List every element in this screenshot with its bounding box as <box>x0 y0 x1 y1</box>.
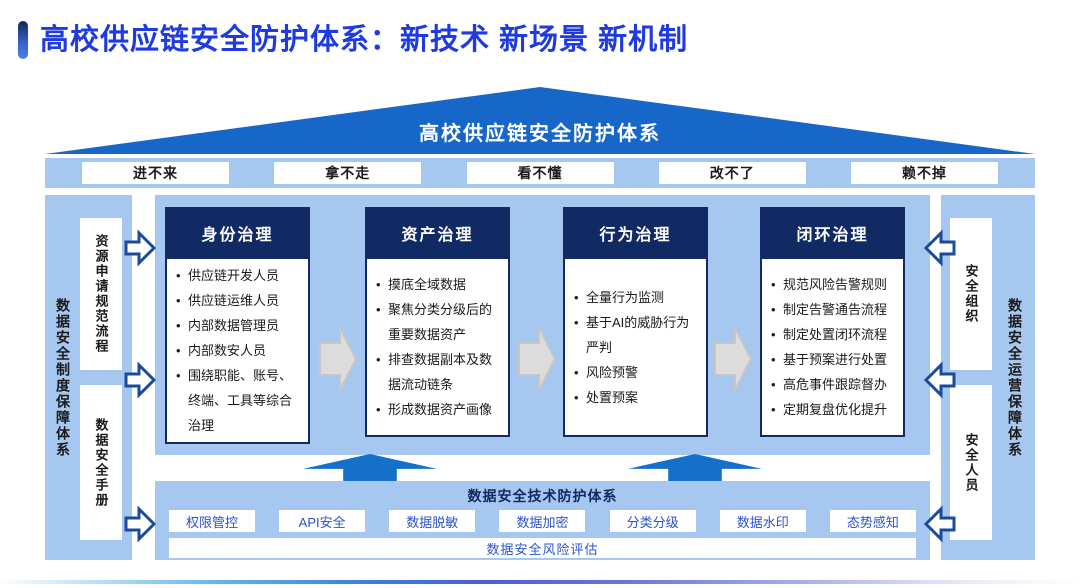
hollow-right-arrow-icon <box>124 229 156 267</box>
pillar-body: 规范风险告警规则 制定告警通告流程 制定处置闭环流程 基于预案进行处置 高危事件… <box>760 259 905 437</box>
pillar-item: 内部数安人员 <box>175 338 303 363</box>
left-sidebar: 数据安全制度保障体系 资源申请规范流程 数据安全手册 <box>45 195 132 560</box>
tech-chip: 数据水印 <box>719 510 806 532</box>
eaves-bar: 进不来 拿不走 看不懂 改不了 赖不掉 <box>45 158 1035 188</box>
pillar-item: 摸底全域数据 <box>375 272 503 297</box>
pillar-body: 供应链开发人员 供应链运维人员 内部数据管理员 内部数安人员 围绕职能、账号、终… <box>165 259 310 444</box>
tech-protection-title: 数据安全技术防护体系 <box>467 488 618 504</box>
eave-item: 赖不掉 <box>851 162 998 184</box>
left-sidebar-box: 资源申请规范流程 <box>80 218 122 370</box>
hollow-right-arrow-icon <box>124 361 156 399</box>
pillar-identity-governance: 身份治理 供应链开发人员 供应链运维人员 内部数据管理员 内部数安人员 围绕职能… <box>165 207 310 444</box>
up-arrow-icon <box>303 454 437 481</box>
pillar-item: 供应链运维人员 <box>175 288 303 313</box>
pillar-item: 基于预案进行处置 <box>770 347 887 372</box>
pillar-item: 制定告警通告流程 <box>770 297 887 322</box>
pillar-item: 高危事件跟踪督办 <box>770 372 887 397</box>
pillar-body: 摸底全域数据 聚焦分类分级后的重要数据资产 排查数据副本及数据流动链条 形成数据… <box>365 259 510 437</box>
pillar-item: 形成数据资产画像 <box>375 397 503 422</box>
tech-chip: 态势感知 <box>829 510 916 532</box>
tech-chip: 数据加密 <box>499 510 586 532</box>
page-title: 高校供应链安全防护体系：新技术 新场景 新机制 <box>40 24 689 56</box>
hollow-left-arrow-icon <box>924 505 956 543</box>
tech-chip: 数据脱敏 <box>389 510 476 532</box>
pillar-item: 全量行为监测 <box>573 285 701 310</box>
pillar-item: 风险预警 <box>573 360 701 385</box>
pillar-behavior-governance: 行为治理 全量行为监测 基于AI的威胁行为严判 风险预警 处置预案 <box>563 207 708 437</box>
pillar-item: 聚焦分类分级后的重要数据资产 <box>375 297 503 347</box>
eave-item: 进不来 <box>82 162 229 184</box>
tech-chip: 分类分级 <box>609 510 696 532</box>
hollow-left-arrow-icon <box>924 361 956 399</box>
right-flow-arrow-icon <box>518 327 557 391</box>
pillar-title: 行为治理 <box>563 207 708 259</box>
hollow-left-arrow-icon <box>924 229 956 267</box>
right-sidebar: 安全组织 安全人员 数据安全运营保障体系 <box>941 195 1035 560</box>
pillar-item: 围绕职能、账号、终端、工具等综合治理 <box>175 363 303 438</box>
tech-chip: 权限管控 <box>169 510 255 532</box>
pillar-item: 排查数据副本及数据流动链条 <box>375 347 503 397</box>
pillar-item: 供应链开发人员 <box>175 263 303 288</box>
up-arrow-icon <box>628 454 762 481</box>
pillar-item: 规范风险告警规则 <box>770 272 887 297</box>
tech-chip-row: 权限管控 API安全 数据脱敏 数据加密 分类分级 数据水印 态势感知 <box>155 506 930 532</box>
pillar-asset-governance: 资产治理 摸底全域数据 聚焦分类分级后的重要数据资产 排查数据副本及数据流动链条… <box>365 207 510 437</box>
pillar-panel: 身份治理 供应链开发人员 供应链运维人员 内部数据管理员 内部数安人员 围绕职能… <box>155 195 930 455</box>
tech-protection-box: 数据安全技术防护体系 权限管控 API安全 数据脱敏 数据加密 分类分级 数据水… <box>155 481 930 560</box>
pillar-item: 基于AI的威胁行为严判 <box>573 310 701 360</box>
risk-assessment-bar: 数据安全风险评估 <box>169 538 916 558</box>
pillar-title: 身份治理 <box>165 207 310 259</box>
pillar-item: 内部数据管理员 <box>175 313 303 338</box>
title-accent-bar <box>18 21 28 59</box>
eave-item: 改不了 <box>658 162 806 184</box>
pillar-body: 全量行为监测 基于AI的威胁行为严判 风险预警 处置预案 <box>563 259 708 437</box>
right-flow-arrow-icon <box>319 327 358 391</box>
eave-item: 拿不走 <box>274 162 422 184</box>
left-sidebar-label: 数据安全制度保障体系 <box>55 297 71 458</box>
right-sidebar-box: 安全人员 <box>950 385 992 540</box>
tech-chip: API安全 <box>279 510 366 532</box>
pillar-item: 处置预案 <box>573 385 701 410</box>
left-sidebar-box: 数据安全手册 <box>80 385 122 540</box>
roof-triangle: 高校供应链安全防护体系 <box>45 87 1035 154</box>
right-sidebar-box: 安全组织 <box>950 218 992 370</box>
roof-title: 高校供应链安全防护体系 <box>419 123 661 145</box>
pillar-closedloop-governance: 闭环治理 规范风险告警规则 制定告警通告流程 制定处置闭环流程 基于预案进行处置… <box>760 207 905 437</box>
eave-item: 看不懂 <box>466 162 614 184</box>
pillar-title: 资产治理 <box>365 207 510 259</box>
hollow-right-arrow-icon <box>124 505 156 543</box>
pillar-item: 定期复盘优化提升 <box>770 397 887 422</box>
bottom-accent-line <box>0 580 1080 584</box>
right-flow-arrow-icon <box>714 327 753 391</box>
pillar-item: 制定处置闭环流程 <box>770 322 887 347</box>
pillar-title: 闭环治理 <box>760 207 905 259</box>
right-sidebar-label: 数据安全运营保障体系 <box>1007 297 1023 458</box>
